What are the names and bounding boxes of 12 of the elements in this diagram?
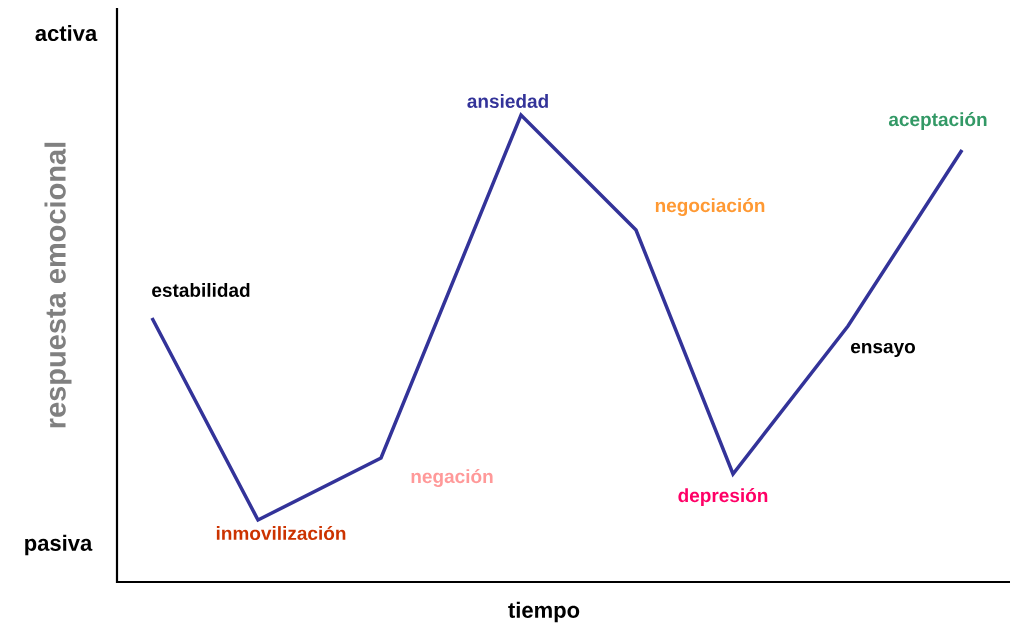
axis-end-label: activa [35, 24, 98, 42]
stage-label: ensayo [851, 342, 915, 358]
stage-label: aceptación [888, 112, 987, 130]
axis-title: tiempo [508, 601, 580, 623]
stage-label: ansiedad [467, 94, 548, 108]
stage-label: inmovilización [216, 525, 346, 541]
stage-label: negación [411, 469, 493, 487]
stage-label: estabilidad [152, 283, 250, 297]
axis-end-label: pasiva [25, 534, 93, 556]
stage-label: negociación [655, 198, 765, 216]
stage-label: depresión [678, 488, 768, 506]
axis-title: respuesta emocional [44, 142, 72, 428]
